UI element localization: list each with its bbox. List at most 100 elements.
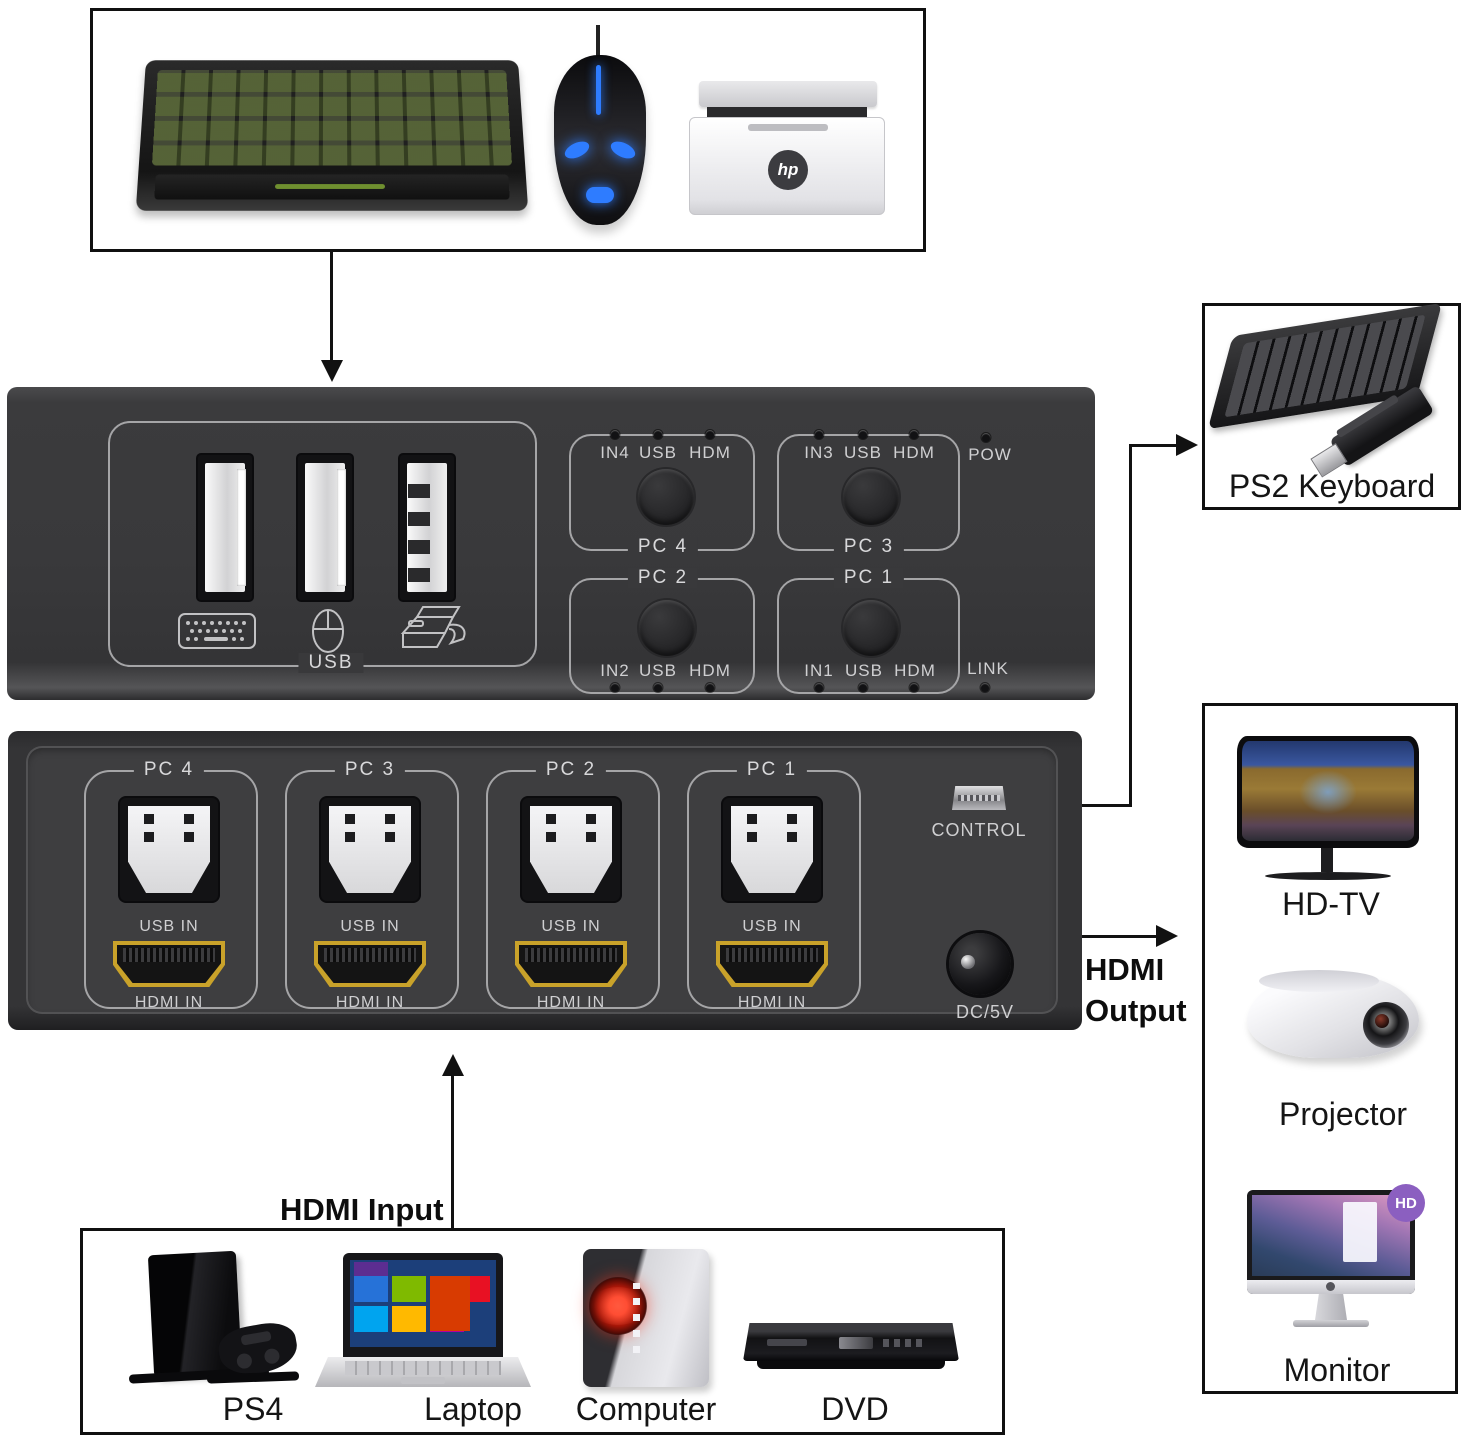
- usb-in-port-pc3: [321, 798, 419, 901]
- laptop-image: [315, 1253, 531, 1395]
- led-label-in3: IN3: [804, 443, 834, 462]
- control-label: CONTROL: [931, 820, 1027, 840]
- front-usb-section-label: USB: [298, 653, 364, 673]
- keyboard-accent: [274, 184, 386, 189]
- dc-power-jack: [949, 933, 1011, 995]
- led-hdm-pc3: [909, 430, 919, 439]
- hdmi-in-port-pc3: [314, 941, 426, 987]
- control-port: [952, 786, 1006, 810]
- computer-label: Computer: [575, 1391, 717, 1427]
- keyboard-palmrest: [154, 174, 510, 200]
- hdmi-in-label-pc1: HDMI IN: [737, 994, 807, 1011]
- front-group-pc2-label: PC 2: [627, 568, 699, 588]
- monitor-label: Monitor: [1283, 1352, 1391, 1388]
- led-in3: [814, 430, 824, 439]
- hdtv-image: [1237, 736, 1419, 886]
- led-label-in2: IN2: [600, 661, 630, 680]
- kvm-front-panel: USB: [7, 387, 1095, 700]
- led-hdm-pc4: [705, 430, 715, 439]
- hdtv-label: HD-TV: [1282, 886, 1380, 922]
- keyboard-icon: [178, 613, 256, 649]
- usb-in-label-pc4: USB IN: [139, 918, 199, 935]
- led-label-hdm-pc2: HDM: [689, 661, 731, 680]
- control-link-arrowhead: [1176, 434, 1198, 456]
- hdmi-input-arrowhead: [442, 1054, 464, 1076]
- dc-pin: [961, 955, 975, 969]
- hp-logo: hp: [768, 150, 808, 190]
- led-link: [980, 683, 990, 692]
- hdmi-input-line: [451, 1074, 454, 1228]
- hdmi-in-port-pc2: [515, 941, 627, 987]
- select-button-pc4: [638, 469, 694, 525]
- printer-image: hp: [681, 81, 891, 221]
- ps4-image: [111, 1250, 301, 1393]
- link-label: LINK: [967, 659, 1009, 678]
- hdmi-output-label-line1: HDMI: [1085, 952, 1165, 987]
- led-label-hdm-pc4: HDM: [689, 443, 731, 462]
- hd-badge: HD: [1387, 1184, 1425, 1222]
- front-usb-port-1: [198, 455, 252, 600]
- printer-lid: [699, 81, 877, 107]
- rear-group-pc3-label: PC 3: [334, 760, 406, 780]
- led-label-usb-pc2: USB: [639, 661, 677, 680]
- monitor-image: HD: [1247, 1184, 1425, 1334]
- printer-icon: [400, 606, 466, 648]
- usb-in-label-pc3: USB IN: [340, 918, 400, 935]
- led-hdm1: [909, 683, 919, 692]
- led-label-in1: IN1: [804, 661, 834, 680]
- usb-in-port-pc4: [120, 798, 218, 901]
- led-label-usb-pc1: USB: [845, 661, 883, 680]
- control-link-line-v: [1129, 444, 1132, 807]
- front-group-pc3-label: PC 3: [833, 537, 905, 557]
- rear-group-pc2-label: PC 2: [535, 760, 607, 780]
- hdmi-in-port-pc1: [716, 941, 828, 987]
- input-devices-box: PS4 Laptop Computer DVD: [80, 1228, 1005, 1435]
- led-label-in4: IN4: [600, 443, 630, 462]
- ps2-keyboard-box: PS2 Keyboard: [1202, 302, 1461, 510]
- led-usb-pc3: [858, 430, 868, 439]
- led-label-usb-pc3: USB: [844, 443, 882, 462]
- led-usb1: [858, 683, 868, 692]
- led-hdm2: [705, 683, 715, 692]
- hdmi-in-label-pc2: HDMI IN: [536, 994, 606, 1011]
- led-in1: [814, 683, 824, 692]
- dvd-image: [743, 1317, 959, 1375]
- led-label-hdm-pc1: HDM: [894, 661, 936, 680]
- hdmi-in-port-pc4: [113, 941, 225, 987]
- led-in4: [610, 430, 620, 439]
- hdmi-in-label-pc4: HDMI IN: [134, 994, 204, 1011]
- arrow-peripherals-line: [330, 249, 333, 362]
- laptop-label: Laptop: [424, 1391, 522, 1427]
- computer-image: [575, 1249, 717, 1393]
- front-group-pc1-label: PC 1: [833, 568, 905, 588]
- peripherals-box: hp: [90, 8, 926, 252]
- hdmi-in-label-pc3: HDMI IN: [335, 994, 405, 1011]
- ps4-label: PS4: [222, 1391, 284, 1427]
- hdmi-output-arrowhead: [1156, 925, 1178, 947]
- gaming-keyboard-image: [135, 56, 529, 211]
- usb-in-port-pc1: [723, 798, 821, 901]
- led-usb2: [653, 683, 663, 692]
- printer-slot: [707, 107, 867, 119]
- usb-in-port-pc2: [522, 798, 620, 901]
- front-usb-port-3: [400, 455, 454, 600]
- ps2-keyboard-label: PS2 Keyboard: [1228, 468, 1436, 504]
- select-button-pc2: [639, 600, 695, 656]
- front-usb-port-2: [298, 455, 352, 600]
- hdmi-output-line: [1082, 935, 1158, 938]
- kvm-rear-panel: PC 4 USB IN HDMI IN PC 3 USB IN HDMI IN …: [8, 731, 1082, 1030]
- led-label-hdm-pc3: HDM: [893, 443, 935, 462]
- projector-label: Projector: [1278, 1096, 1408, 1132]
- printer-body: hp: [689, 117, 885, 215]
- mouse-cable: [596, 25, 600, 59]
- mouse-icon: [312, 609, 344, 653]
- output-devices-box: HD-TV Projector HD Monitor: [1202, 703, 1458, 1394]
- control-link-line-h1: [1082, 804, 1132, 807]
- led-in2: [610, 683, 620, 692]
- projector-image: [1247, 968, 1419, 1064]
- printer-tray: [748, 124, 828, 131]
- mouse-scroll-glow: [596, 65, 601, 115]
- front-group-pc4-label: PC 4: [627, 537, 699, 557]
- usb-in-label-pc1: USB IN: [742, 918, 802, 935]
